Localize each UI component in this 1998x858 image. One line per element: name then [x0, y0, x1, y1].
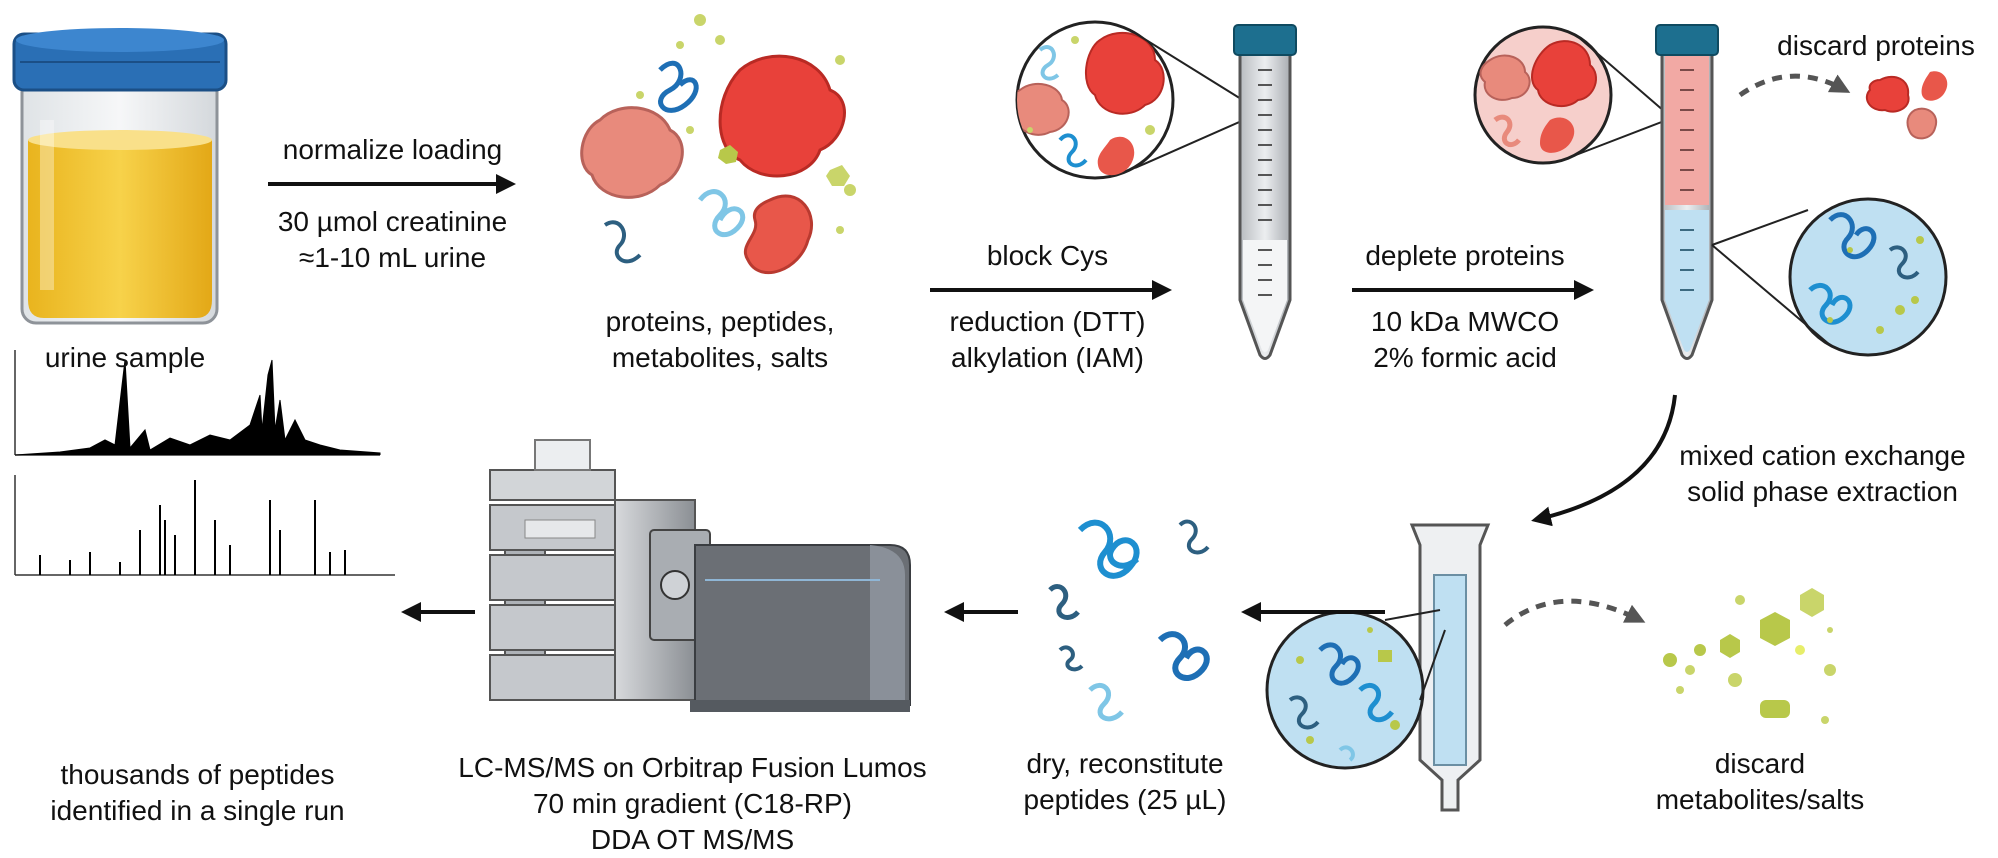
discard-proteins-label: discard proteins	[1777, 30, 1975, 61]
gray-tube-icon	[1233, 24, 1297, 360]
mixture-molecules-icon	[580, 14, 856, 275]
spectrum-ms2-icon	[14, 475, 395, 576]
discard-metabolites-arrow	[1503, 598, 1646, 627]
block-cys-title: block Cys	[986, 240, 1109, 271]
deplete-zoom-red-icon	[1473, 25, 1673, 165]
peptides-icon	[1048, 519, 1210, 722]
spe-label: mixed cation exchange solid phase extrac…	[1679, 440, 1966, 507]
discard-proteins-arrow	[1738, 73, 1851, 98]
discarded-metabolites-icon	[1663, 588, 1836, 724]
normalize-details: 30 µmol creatinine ≈1-10 mL urine	[277, 206, 508, 273]
spe-zoom-icon	[1265, 609, 1446, 770]
deplete-title: deplete proteins	[1365, 240, 1565, 271]
deplete-tube-icon	[1655, 24, 1719, 360]
lcms-instrument-icon	[489, 439, 911, 712]
dry-reconstitute-label: dry, reconstitute peptides (25 µL)	[1023, 748, 1227, 815]
deplete-zoom-blue-icon	[1711, 197, 1948, 357]
mixture-label: proteins, peptides, metabolites, salts	[605, 306, 835, 373]
urine-sample-label: urine sample	[44, 342, 206, 373]
block-cys-details: reduction (DTT) alkylation (IAM)	[949, 306, 1146, 373]
discard-metabolites-label: discard metabolites/salts	[1655, 748, 1865, 815]
result-label: thousands of peptides identified in a si…	[50, 759, 345, 826]
spectrum-chromatogram-icon	[14, 350, 381, 456]
spe-cartridge-icon	[1409, 523, 1491, 812]
to-spe-arrow	[1531, 394, 1677, 527]
normalize-title: normalize loading	[282, 134, 503, 165]
discarded-proteins-icon	[1865, 71, 1948, 140]
deplete-details: 10 kDa MWCO 2% formic acid	[1370, 306, 1560, 373]
urine-jar-icon	[12, 28, 228, 325]
lcms-label: LC-MS/MS on Orbitrap Fusion Lumos 70 min…	[458, 752, 927, 855]
block-cys-zoom-icon	[1015, 20, 1263, 180]
